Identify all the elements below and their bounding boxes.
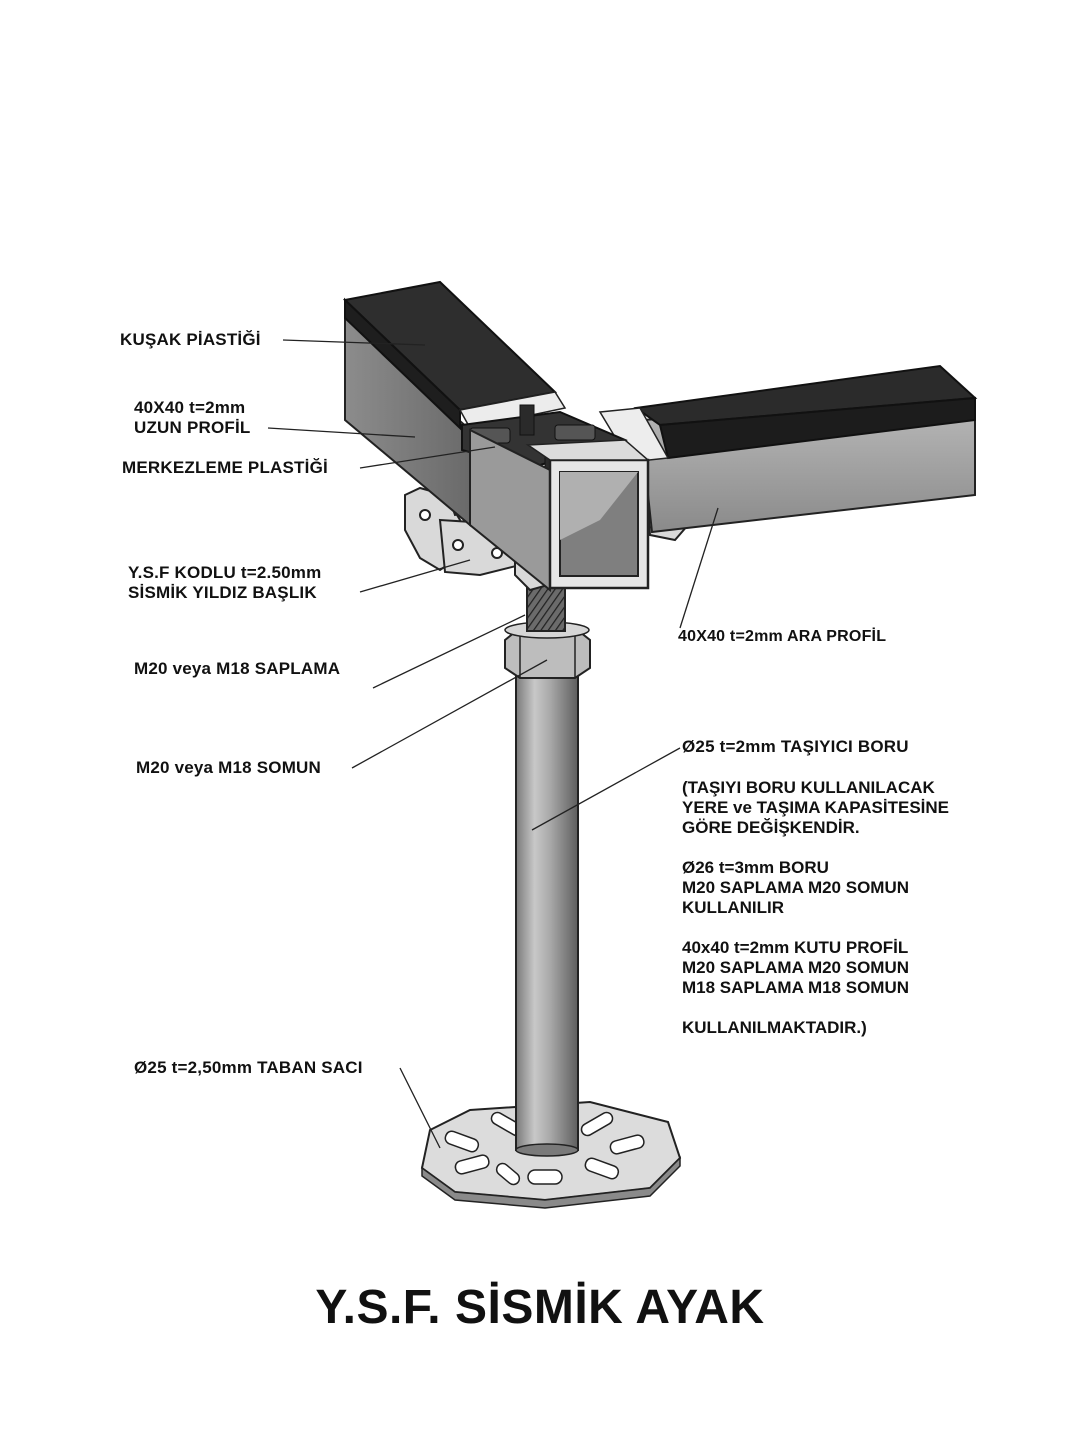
label-uzun-profil: 40X40 t=2mm UZUN PROFİL (134, 398, 251, 437)
long-profile (342, 280, 567, 528)
intermediate-profile (598, 364, 978, 534)
box-profile-end (469, 428, 651, 593)
carrier-pipe-notes: (TAŞIYI BORU KULLANILACAK YERE ve TAŞIMA… (682, 778, 950, 1037)
label-saplama: M20 veya M18 SAPLAMA (134, 659, 341, 678)
carrier-pipe (515, 664, 579, 1151)
label-somun: M20 veya M18 SOMUN (136, 758, 322, 777)
label-ara-profil: 40X40 t=2mm ARA PROFİL (678, 628, 887, 645)
label-merkezleme-plastigi: MERKEZLEME PLASTİĞİ (122, 458, 328, 477)
label-tasiyici-boru: Ø25 t=2mm TAŞIYICI BORU (682, 737, 909, 756)
page-title: Y.S.F. SİSMİK AYAK (315, 1281, 765, 1334)
label-taban-saci: Ø25 t=2,50mm TABAN SACI (134, 1058, 363, 1077)
label-kusak-plastigi: KUŞAK PİASTİĞİ (120, 330, 261, 349)
label-yildiz-baslik: Y.S.F KODLU t=2.50mm SİSMİK YILDIZ BAŞLI… (128, 563, 322, 602)
leader-lines (267, 339, 719, 1149)
